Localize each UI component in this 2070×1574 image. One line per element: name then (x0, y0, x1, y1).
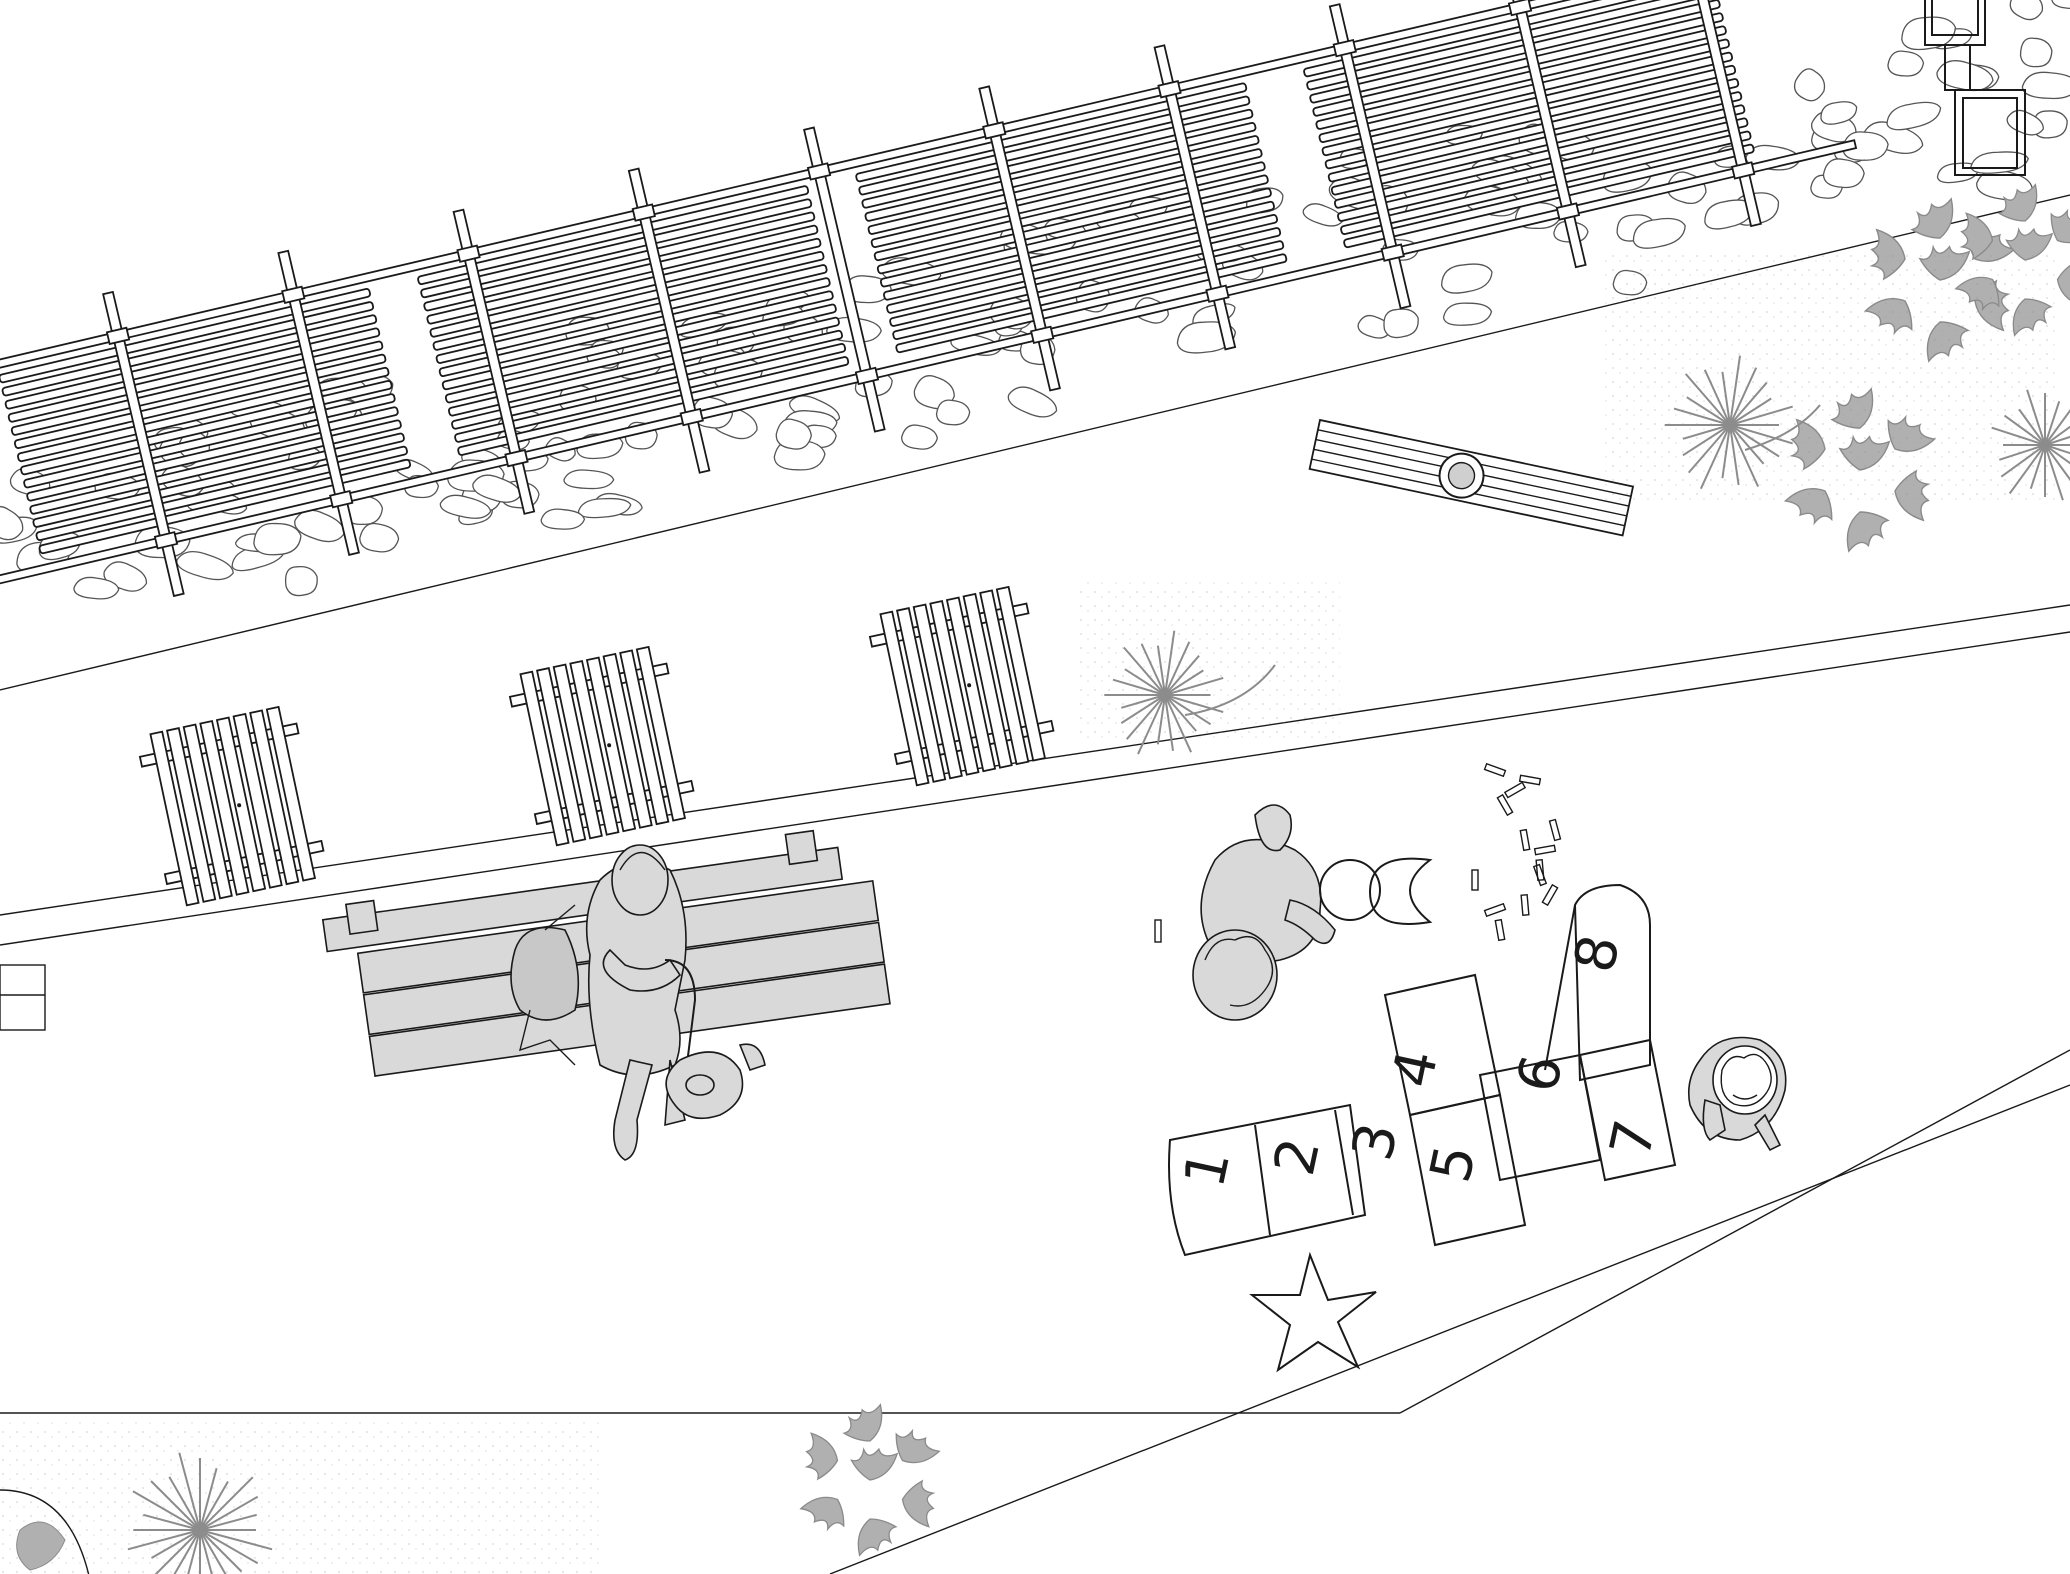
chalk-sun (1319, 859, 1381, 921)
picnic-bench-icon (508, 645, 695, 847)
shrub-icon (799, 1403, 941, 1557)
pergola-module (0, 288, 412, 555)
pergola (0, 0, 1858, 598)
hopscotch (1168, 883, 1677, 1257)
pergola-module (1303, 0, 1755, 249)
hop-num-1: 1 (1172, 1145, 1243, 1193)
pergola-post (1679, 0, 1762, 228)
hop-num-8: 8 (1562, 930, 1633, 978)
picnic-bench-icon (138, 705, 325, 907)
pergola-post (102, 290, 185, 598)
picnic-bench-icon (868, 585, 1055, 787)
chalk-moon (1368, 857, 1433, 925)
hop-num-3: 3 (1340, 1118, 1411, 1166)
planters-top-right (1924, 0, 2026, 176)
child-standing (1687, 1036, 1787, 1152)
hop-num-6: 6 (1505, 1050, 1576, 1098)
hop-num-7: 7 (1598, 1115, 1669, 1163)
hop-num-4: 4 (1380, 1045, 1451, 1093)
pergola-post (803, 126, 886, 433)
pergola-post (1504, 0, 1587, 269)
pergola-module (417, 185, 850, 456)
grass-texture (0, 250, 2060, 1574)
pergola-post (1153, 44, 1237, 351)
person-with-dog (510, 844, 766, 1161)
child-drawing (1154, 804, 1336, 1021)
pergola-post (452, 208, 536, 515)
pergola-module (855, 82, 1288, 354)
pergola-post (1328, 3, 1412, 310)
picnic-bench-2 (508, 645, 695, 847)
pergola-post (978, 85, 1061, 392)
slatted-bench-top (1308, 418, 1635, 537)
chalk-sticks (1471, 762, 1562, 942)
round-planter (0, 1489, 90, 1574)
hop-num-5: 5 (1418, 1140, 1489, 1188)
chalk-star (1249, 1251, 1377, 1373)
pergola-post (277, 249, 360, 556)
pergola-post (627, 167, 711, 474)
picnic-bench-1 (138, 705, 325, 907)
picnic-bench-3 (868, 585, 1055, 787)
hop-num-2: 2 (1262, 1133, 1333, 1181)
